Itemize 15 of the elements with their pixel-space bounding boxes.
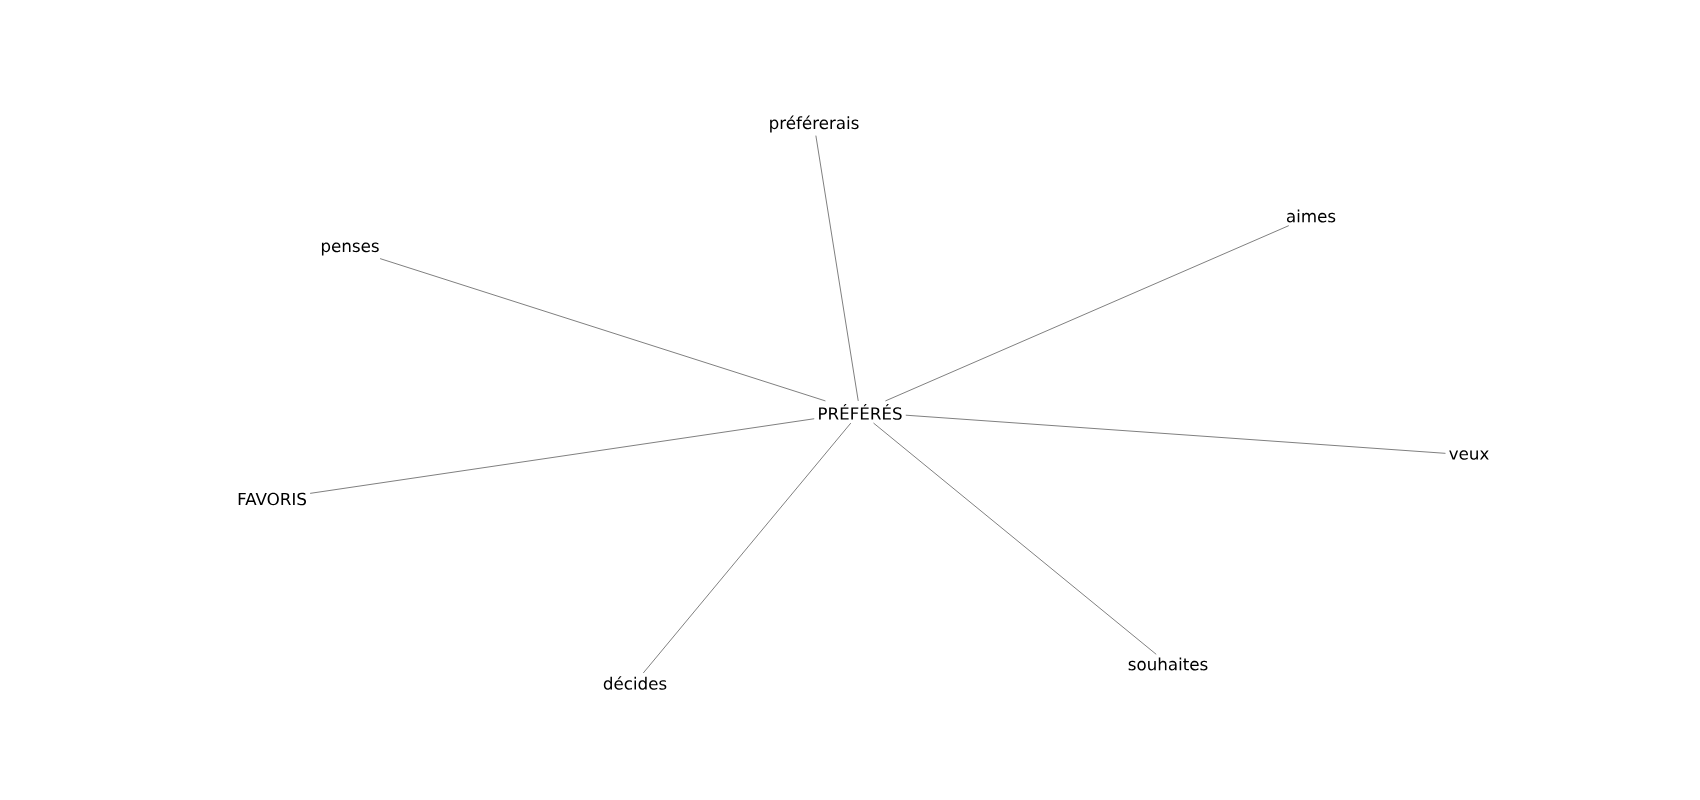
word-label: aimes [1286, 209, 1336, 223]
word-label: préférerais [770, 115, 859, 133]
connector-line [815, 135, 859, 402]
connector-line [642, 422, 852, 674]
word-label: décides [603, 676, 667, 690]
connector-line [905, 414, 1446, 454]
connector-line [884, 225, 1290, 402]
word-label: souhaites [1128, 657, 1208, 671]
word-label: PRÉFÉRÉS [819, 404, 902, 420]
word-label: penses [321, 242, 379, 256]
connector-line [309, 418, 815, 494]
word-label: FAVORIS [238, 492, 306, 506]
connector-line [873, 422, 1157, 655]
word-label: veux [1449, 450, 1489, 460]
connector-line [379, 258, 826, 402]
